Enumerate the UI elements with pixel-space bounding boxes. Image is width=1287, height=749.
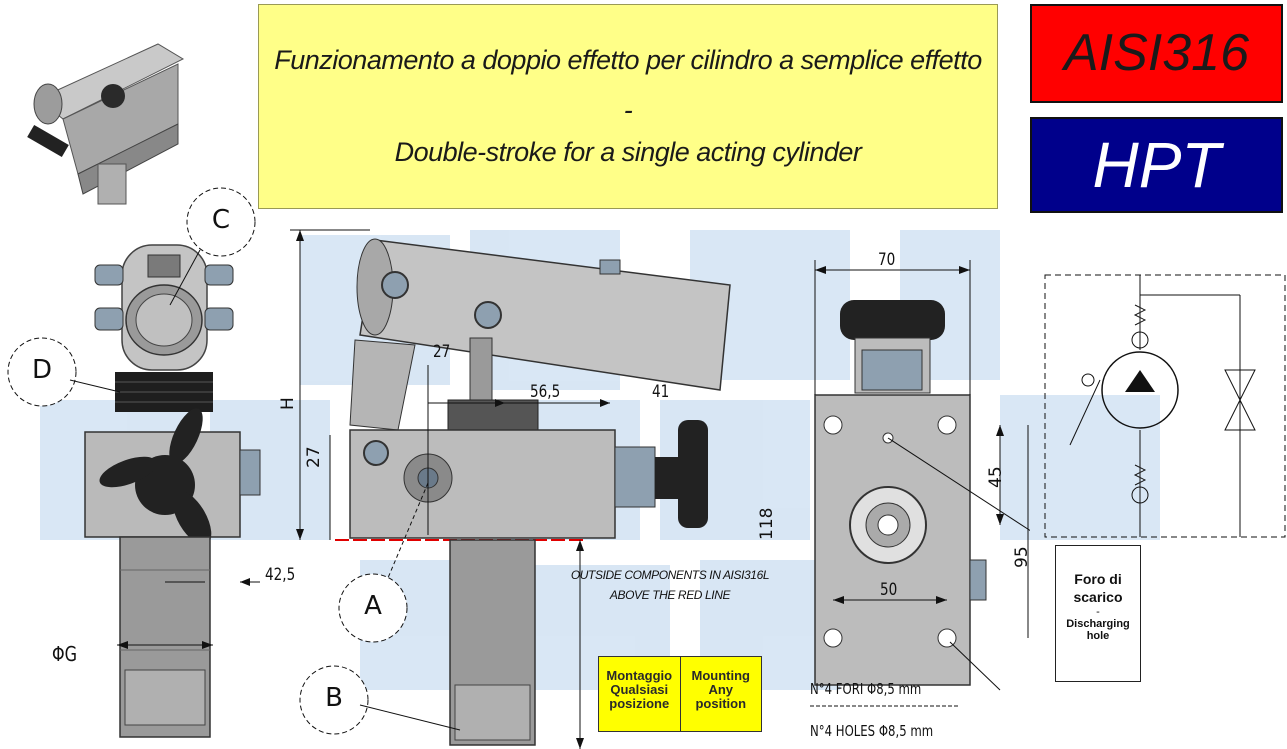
discharge-italian-line2: scarico [1073, 589, 1123, 605]
material-badge: AISI316 [1030, 4, 1283, 103]
pump-3d-thumbnail [27, 43, 185, 205]
discharge-english-line1: Discharging [1066, 618, 1130, 630]
dim-27-top-label: 27 [433, 342, 451, 362]
banner-dash: - [623, 95, 633, 125]
center-front-view [290, 229, 731, 749]
dim-27-side-label: 27 [304, 446, 324, 468]
dim-h-label: H [278, 397, 298, 410]
discharge-dash: - [1096, 606, 1100, 618]
dim-70-label: 70 [878, 250, 896, 270]
dim-50-label: 50 [880, 580, 898, 600]
dim-95-label: 95 [1012, 546, 1032, 568]
mounting-it-line3: posizione [609, 696, 670, 711]
mounting-it-line2: Qualsiasi [610, 682, 669, 697]
series-badge: HPT [1030, 117, 1283, 213]
discharge-note: Foro di scarico - Discharging hole [1055, 545, 1141, 682]
dim-118-label: 118 [757, 507, 777, 540]
mounting-en-line1: Mounting [691, 668, 750, 683]
banner-italian-line: Funzionamento a doppio effetto per cilin… [274, 45, 982, 75]
mounting-en-line2: Any [708, 682, 734, 697]
mounting-english: Mounting Any position [681, 657, 762, 731]
callout-d-label: D [31, 355, 53, 385]
outside-components-line1: OUTSIDE COMPONENTS IN AISI316L [570, 568, 770, 582]
left-side-view [84, 244, 261, 738]
title-banner: Funzionamento a doppio effetto per cilin… [258, 4, 998, 209]
dim-42-5-label: 42,5 [265, 565, 296, 585]
dim-56-5-label: 56,5 [530, 382, 561, 402]
mounting-divider [679, 657, 681, 731]
right-side-view [814, 260, 1030, 691]
callout-c-label: C [211, 205, 231, 235]
banner-english-line: Double-stroke for a single acting cylind… [394, 137, 862, 167]
mounting-en-line3: position [695, 696, 747, 711]
dim-41-label: 41 [652, 382, 670, 402]
mounting-note: Montaggio Qualsiasi posizione Mounting A… [598, 656, 762, 732]
dim-45-label: 45 [986, 466, 1006, 488]
outside-components-line2: ABOVE THE RED LINE [609, 588, 731, 602]
callout-a-label: A [364, 591, 382, 621]
hydraulic-schematic [1044, 274, 1286, 538]
mounting-it-line1: Montaggio [606, 668, 673, 683]
holes-divider [810, 705, 960, 707]
dim-phi-g-label: ΦG [52, 642, 77, 666]
callout-b-label: B [325, 683, 343, 713]
holes-english: N°4 HOLES Φ8,5 mm [810, 722, 934, 740]
mounting-italian: Montaggio Qualsiasi posizione [599, 657, 680, 731]
discharge-italian-line1: Foro di [1074, 571, 1122, 587]
discharge-english-line2: hole [1086, 630, 1110, 642]
holes-italian: N°4 FORI Φ8,5 mm [810, 680, 922, 698]
